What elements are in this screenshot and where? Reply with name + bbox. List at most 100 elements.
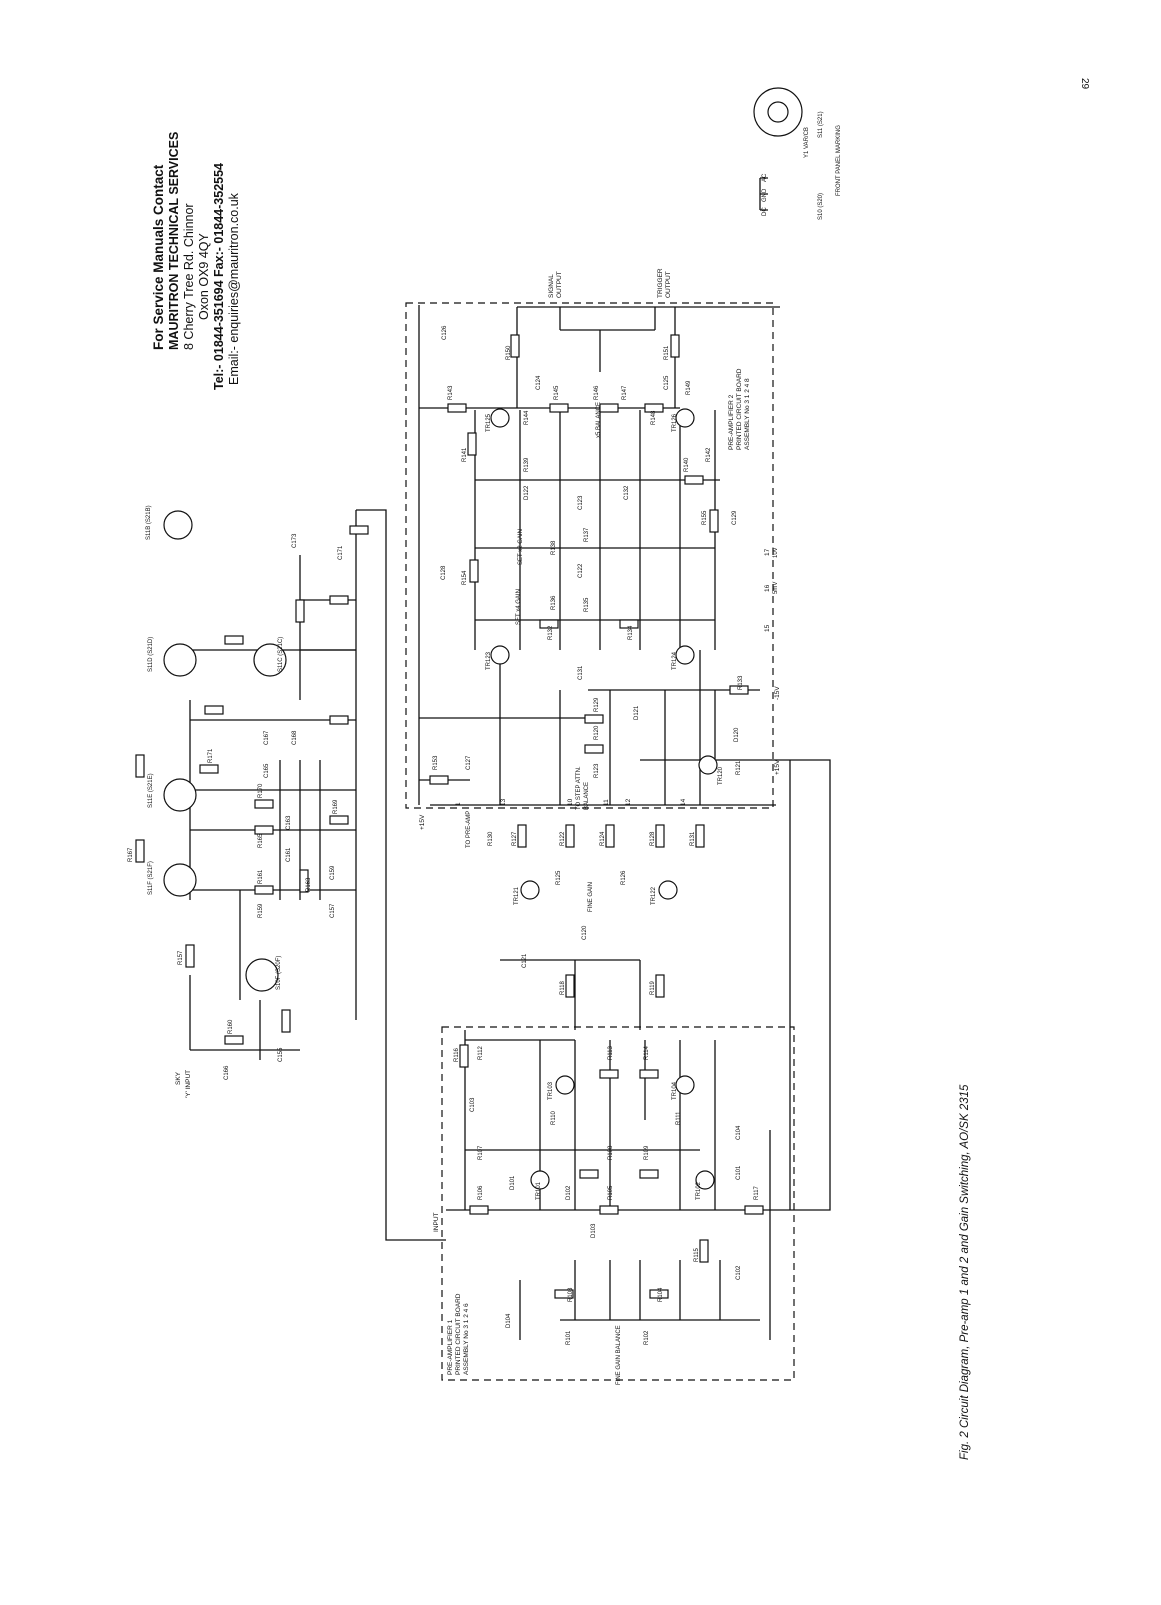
r114-label: R114 <box>644 1045 650 1060</box>
r115-label: R115 <box>694 1247 700 1262</box>
r155-label: R155 <box>702 510 708 525</box>
front-panel-legend: AC GND DC S10 (S20) Y1 VAR/CB S11 (S21) … <box>759 111 842 220</box>
label-pin-16: 16 <box>764 584 771 592</box>
r153-label: R153 <box>433 755 439 770</box>
header-line-6: Email:- enquiries@mauritron.co.uk <box>227 192 241 385</box>
c131-label: C131 <box>578 665 584 680</box>
r106-label: R106 <box>478 1185 484 1200</box>
c171-label: C171 <box>338 545 344 560</box>
r130-label: R130 <box>488 831 494 846</box>
c165-label: C165 <box>264 763 270 778</box>
c132-label: C132 <box>624 485 630 500</box>
legend-s10: S10 (S20) <box>818 193 824 220</box>
r165-label: R165 <box>258 833 264 848</box>
c168-label: C168 <box>292 730 298 745</box>
label-s11b: S11B (S21B) <box>146 505 152 540</box>
r160-label: R160 <box>228 1019 234 1034</box>
label-x5-balance: x5 BALANCE <box>596 402 602 438</box>
label-fine-gain: FINE GAIN <box>588 882 594 912</box>
r128-label: R128 <box>650 831 656 846</box>
transistor-symbols <box>490 408 718 1190</box>
c125-label: C125 <box>664 375 670 390</box>
r148-label: R148 <box>651 410 657 425</box>
label-plus15v-top: +15V <box>419 814 426 830</box>
label-5mv: 5mV <box>773 582 779 594</box>
legend-gnd: GND <box>762 188 768 202</box>
c124-label: C124 <box>536 375 542 390</box>
label-to-step-attn: TO STEP ATTN. <box>576 766 582 810</box>
c104-label: C104 <box>736 1125 742 1140</box>
r133-label: R133 <box>738 675 744 690</box>
c159-label: C159 <box>330 865 336 880</box>
preamp2-board-label: PRE-AMPLIFIER 2 PRINTED CIRCUIT BOARD AS… <box>728 368 751 450</box>
label-pin-1: 1 <box>455 802 462 806</box>
r140-label: R140 <box>684 457 690 472</box>
r138-label: R138 <box>551 540 557 555</box>
r136-label: R136 <box>551 595 557 610</box>
figure-caption: Fig. 2 Circuit Diagram, Pre-amp 1 and 2 … <box>959 1084 971 1460</box>
c121-label: C121 <box>522 953 528 968</box>
header-line-5: Tel:- 01844-351694 Fax:- 01844-352554 <box>212 163 226 390</box>
svg-text:ASSEMBLY No 3 1 2 4 6: ASSEMBLY No 3 1 2 4 6 <box>463 1303 470 1375</box>
label-y-input: 'Y' INPUT <box>185 1070 192 1098</box>
r118-label: R118 <box>560 980 566 995</box>
preamp1-board-label: PRE-AMPLIFIER 1 PRINTED CIRCUIT BOARD AS… <box>447 1293 470 1375</box>
tr102-label: TR102 <box>696 1181 702 1200</box>
legend-ac: AC <box>762 173 768 182</box>
tr120-label: TR120 <box>718 766 724 785</box>
c161-label: C161 <box>286 847 292 862</box>
c163-label: C163 <box>286 815 292 830</box>
service-contact-header: For Service Manuals Contact MAURITRON TE… <box>151 132 241 390</box>
r157-label: R157 <box>178 950 184 965</box>
r139-label: R139 <box>524 457 530 472</box>
r135-label: R135 <box>584 597 590 612</box>
label-set-x4-gain: SET x4 GAIN <box>516 589 522 625</box>
d122-label: D122 <box>524 485 530 500</box>
label-balance: BALANCE <box>584 782 590 810</box>
c128-label: C128 <box>441 565 447 580</box>
switch-symbols <box>163 87 803 992</box>
header-line-1: For Service Manuals Contact <box>151 164 166 350</box>
legend-y1-var: Y1 VAR/CB <box>804 127 810 158</box>
header-line-4: Oxon OX9 4QY <box>197 232 211 320</box>
label-to-pre-amp: TO PRE-AMP <box>466 811 472 848</box>
r109-label: R109 <box>644 1145 650 1160</box>
r110-label: R110 <box>551 1110 557 1125</box>
d101-label: D101 <box>510 1175 516 1190</box>
r113-label: R113 <box>608 1045 614 1060</box>
r151-label: R151 <box>664 345 670 360</box>
legend-front-panel: FRONT PANEL MARKING <box>836 125 842 196</box>
gain-switching-wiring <box>189 509 446 1241</box>
c120-label: C120 <box>582 925 588 940</box>
svg-text:PRINTED CIRCUIT BOARD: PRINTED CIRCUIT BOARD <box>455 1293 462 1375</box>
r142-label: R142 <box>706 447 712 462</box>
resistor-symbols <box>135 334 764 1299</box>
d120-label: D120 <box>734 727 740 742</box>
tr126-label: TR126 <box>672 413 678 432</box>
r150-label: R150 <box>506 345 512 360</box>
header-line-3: 8 Cherry Tree Rd. Chinnor <box>182 203 196 350</box>
tr101-label: TR101 <box>536 1181 542 1200</box>
r143-label: R143 <box>448 385 454 400</box>
r129-label: R129 <box>594 697 600 712</box>
c129-label: C129 <box>732 510 738 525</box>
r149-label: R149 <box>686 380 692 395</box>
label-pin-14: 14 <box>680 798 687 806</box>
r154-label: R154 <box>462 570 468 585</box>
tr121-label: TR121 <box>514 886 520 905</box>
label-pin-17: 17 <box>764 548 771 556</box>
label-signal-output-2: OUTPUT <box>556 271 563 298</box>
r101-label: R101 <box>566 1330 572 1345</box>
label-s11f: S11F (S21F) <box>148 861 154 895</box>
tr123-label: TR123 <box>486 651 492 670</box>
tr122-label: TR122 <box>651 886 657 905</box>
c167-label: C167 <box>264 730 270 745</box>
label-s11c: S11C (S21C) <box>278 637 284 672</box>
c166-label: C166 <box>224 1065 230 1080</box>
r105-label: R105 <box>608 1185 614 1200</box>
svg-text:ASSEMBLY No 3 1 2 4 8: ASSEMBLY No 3 1 2 4 8 <box>744 378 751 450</box>
label-input: INPUT <box>433 1212 440 1232</box>
r102-label: R102 <box>644 1330 650 1345</box>
c101-label: C101 <box>736 1165 742 1180</box>
r117-label: R117 <box>754 1185 760 1200</box>
